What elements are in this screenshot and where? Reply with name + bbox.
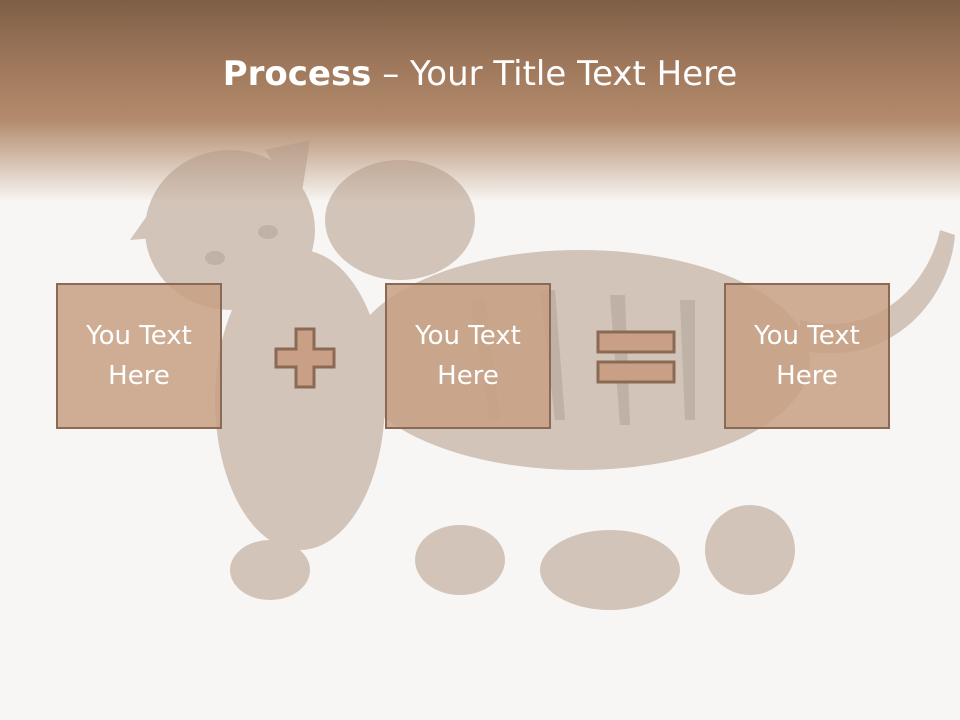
process-box-2: You Text Here	[385, 283, 551, 429]
process-box-1: You Text Here	[56, 283, 222, 429]
plus-icon	[274, 327, 336, 389]
process-box-3-text: You Text Here	[754, 321, 860, 391]
process-box-2-text: You Text Here	[415, 321, 521, 391]
title-rest: – Your Title Text Here	[371, 54, 738, 94]
header-band	[0, 0, 960, 200]
slide-title: Process – Your Title Text Here	[0, 52, 960, 96]
process-box-3: You Text Here	[724, 283, 890, 429]
process-box-1-text: You Text Here	[86, 321, 192, 391]
title-bold: Process	[222, 54, 372, 94]
equals-icon	[596, 330, 676, 384]
